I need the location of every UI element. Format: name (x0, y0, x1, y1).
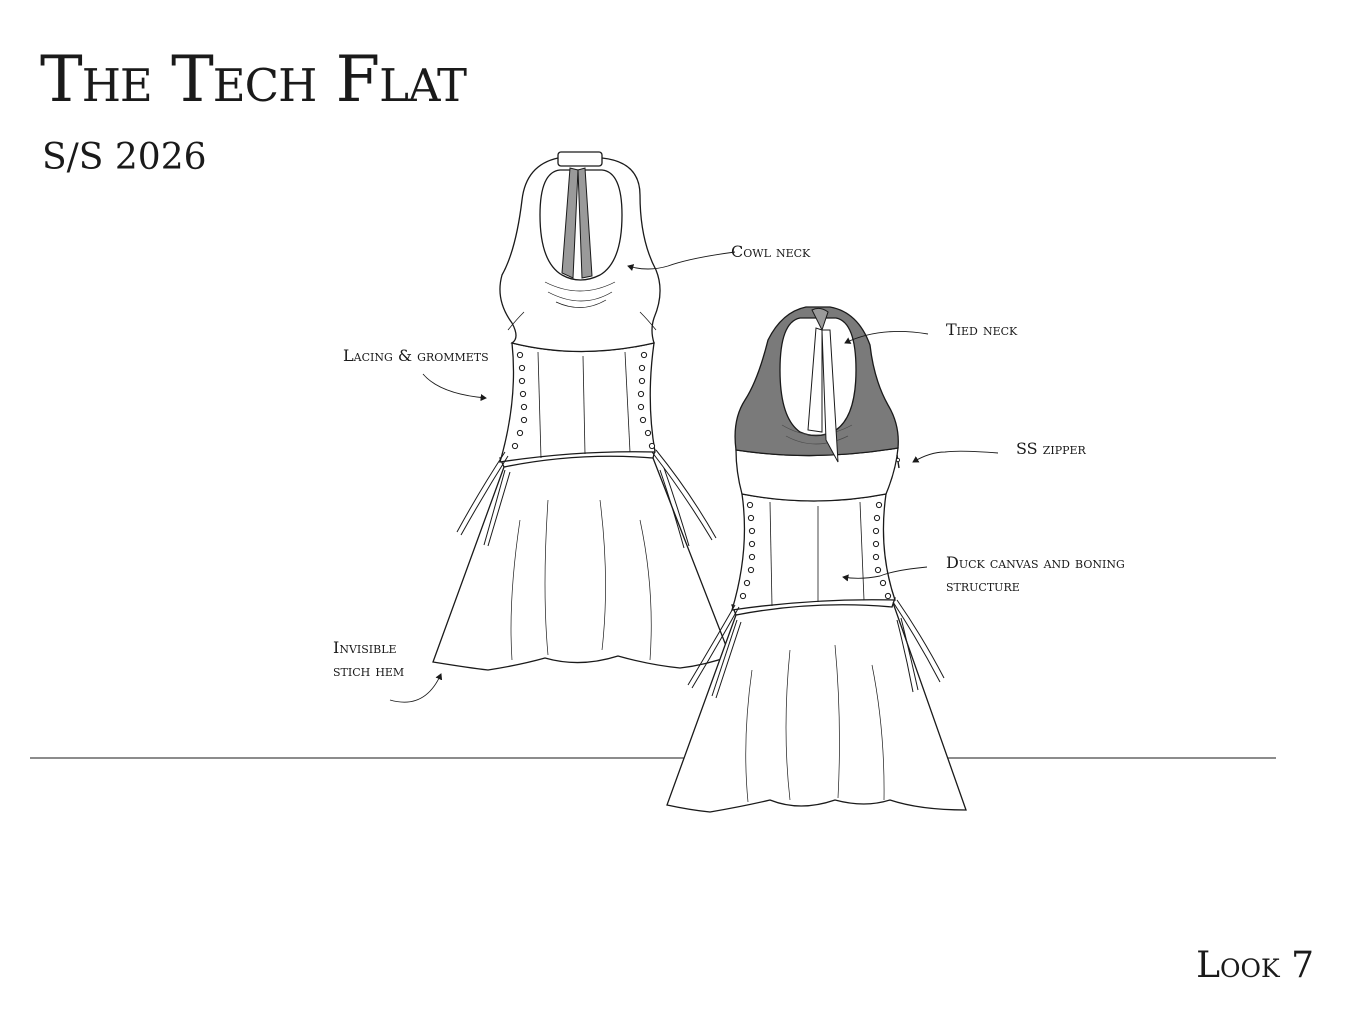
back-view-garment (666, 306, 967, 813)
callout-lacing: Lacing & grommets (343, 346, 489, 365)
page-title: The Tech Flat (40, 43, 467, 117)
arrow-lacing (422, 373, 487, 402)
back-corset (731, 493, 896, 611)
callout-cowl-neck: Cowl neck (731, 242, 811, 261)
back-neck-tie (811, 307, 829, 332)
arrow-tied-neck (844, 331, 929, 344)
callout-tied-neck: Tied neck (946, 320, 1018, 339)
front-neck-tie (561, 167, 579, 279)
front-collar-band (557, 151, 603, 167)
season-label: S/S 2026 (42, 137, 207, 178)
front-skirt (432, 453, 731, 671)
look-number: Look 7 (1196, 945, 1314, 986)
arrow-zipper (912, 450, 999, 463)
front-corset (499, 342, 656, 463)
front-view-garment (432, 151, 731, 671)
callout-canvas-line2: structure (946, 576, 1020, 595)
arrow-canvas (842, 566, 928, 582)
arrow-hem (389, 673, 443, 703)
callout-canvas-line1: Duck canvas and boning (946, 553, 1125, 572)
callout-zipper: SS zipper (1016, 439, 1086, 458)
callout-hem-line1: Invisible (333, 638, 397, 657)
arrow-cowl-neck (627, 251, 736, 271)
callout-hem-line2: stich hem (333, 661, 405, 680)
